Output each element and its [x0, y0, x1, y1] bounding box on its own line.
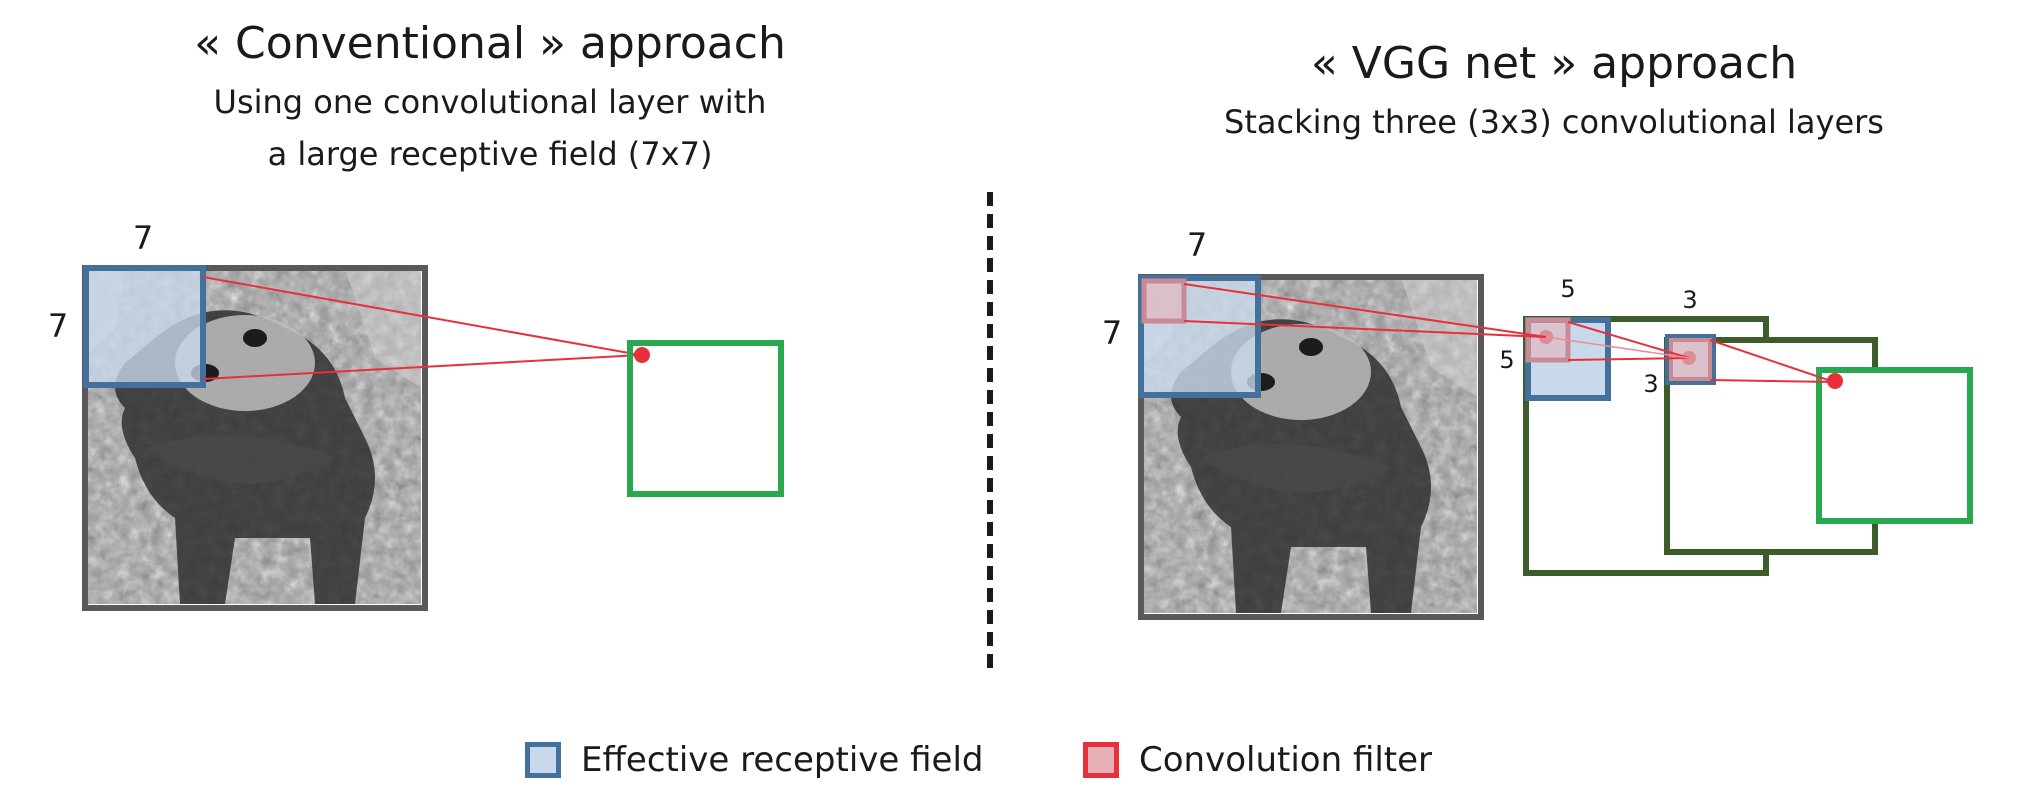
layer1-width-label: 5 [1560, 275, 1576, 303]
left-input-image [82, 265, 428, 611]
layer1-height-label: 5 [1499, 346, 1515, 374]
right-field-height-label: 7 [1101, 314, 1123, 352]
right-output-map [1816, 367, 1973, 524]
right-output-neuron [1827, 373, 1843, 389]
legend-receptive-field: Effective receptive field [525, 740, 983, 780]
right-subtitle: Stacking three (3x3) convolutional layer… [1224, 103, 1884, 141]
left-subtitle-line1: Using one convolutional layer with [213, 83, 767, 121]
left-receptive-field [83, 265, 206, 388]
right-input-image [1138, 274, 1484, 620]
right-projection-lines [1183, 283, 1835, 383]
right-field-width-label: 7 [1186, 226, 1208, 264]
layer2-width-label: 3 [1682, 286, 1698, 314]
legend-conv-filter-label: Convolution filter [1139, 740, 1433, 780]
right-image-frame [1138, 274, 1484, 620]
left-output-map [627, 340, 784, 497]
left-projection-line-bottom [202, 354, 641, 380]
receptive-field-swatch-icon [525, 742, 561, 778]
left-subtitle-line2: a large receptive field (7x7) [267, 135, 713, 173]
left-kernel-height-label: 7 [47, 307, 69, 345]
conv-filter-swatch-icon [1083, 742, 1119, 778]
left-projection-line-top [202, 276, 641, 356]
left-image-frame [82, 265, 428, 611]
left-title: « Conventional » approach [194, 18, 786, 69]
right-title: « VGG net » approach [1310, 38, 1798, 89]
legend-conv-filter: Convolution filter [1083, 740, 1432, 780]
left-output-neuron [634, 347, 650, 363]
left-kernel-width-label: 7 [132, 219, 154, 257]
right-conv-filter-input [1141, 278, 1187, 324]
layer2-height-label: 3 [1643, 370, 1659, 398]
legend-receptive-field-label: Effective receptive field [581, 740, 984, 780]
